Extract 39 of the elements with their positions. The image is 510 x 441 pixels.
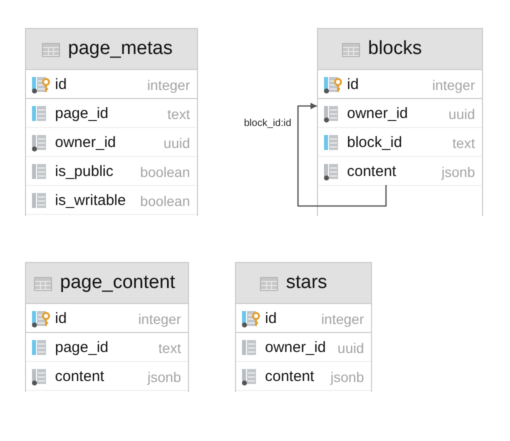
column-name: content [55,368,104,385]
column-name: id [55,310,67,327]
column-name: page_id [55,339,108,356]
edge-label: block_id:id [244,118,292,129]
column-type: integer [321,311,364,327]
table-name: page_content [60,272,176,294]
table-card [317,28,483,216]
column-name: is_public [55,163,114,180]
column-name: is_writable [55,192,126,209]
column-type: jsonb [442,164,475,180]
column-name: id [347,76,359,93]
column-name: owner_id [55,134,116,151]
column-type: boolean [140,164,190,180]
column-name: page_id [55,105,108,122]
table-card [25,262,189,392]
column-type: integer [432,77,475,93]
column-type: integer [147,77,190,93]
table-card [25,28,198,216]
column-name: id [265,310,277,327]
column-name: block_id [347,134,402,151]
column-name: content [347,163,396,180]
column-name: id [55,76,67,93]
column-type: text [167,106,190,122]
column-name: content [265,368,314,385]
column-type: boolean [140,193,190,209]
column-type: uuid [338,340,364,356]
column-type: text [452,135,475,151]
table-name: page_metas [68,38,173,60]
table-card [235,262,372,392]
column-name: owner_id [265,339,326,356]
column-type: jsonb [330,369,364,385]
table-name: blocks [368,38,422,60]
column-type: jsonb [148,369,181,385]
column-type: integer [138,311,181,327]
column-type: uuid [448,106,475,122]
table-name: stars [286,272,328,294]
column-name: owner_id [347,105,408,122]
column-type: text [158,340,181,356]
column-type: uuid [164,135,190,151]
